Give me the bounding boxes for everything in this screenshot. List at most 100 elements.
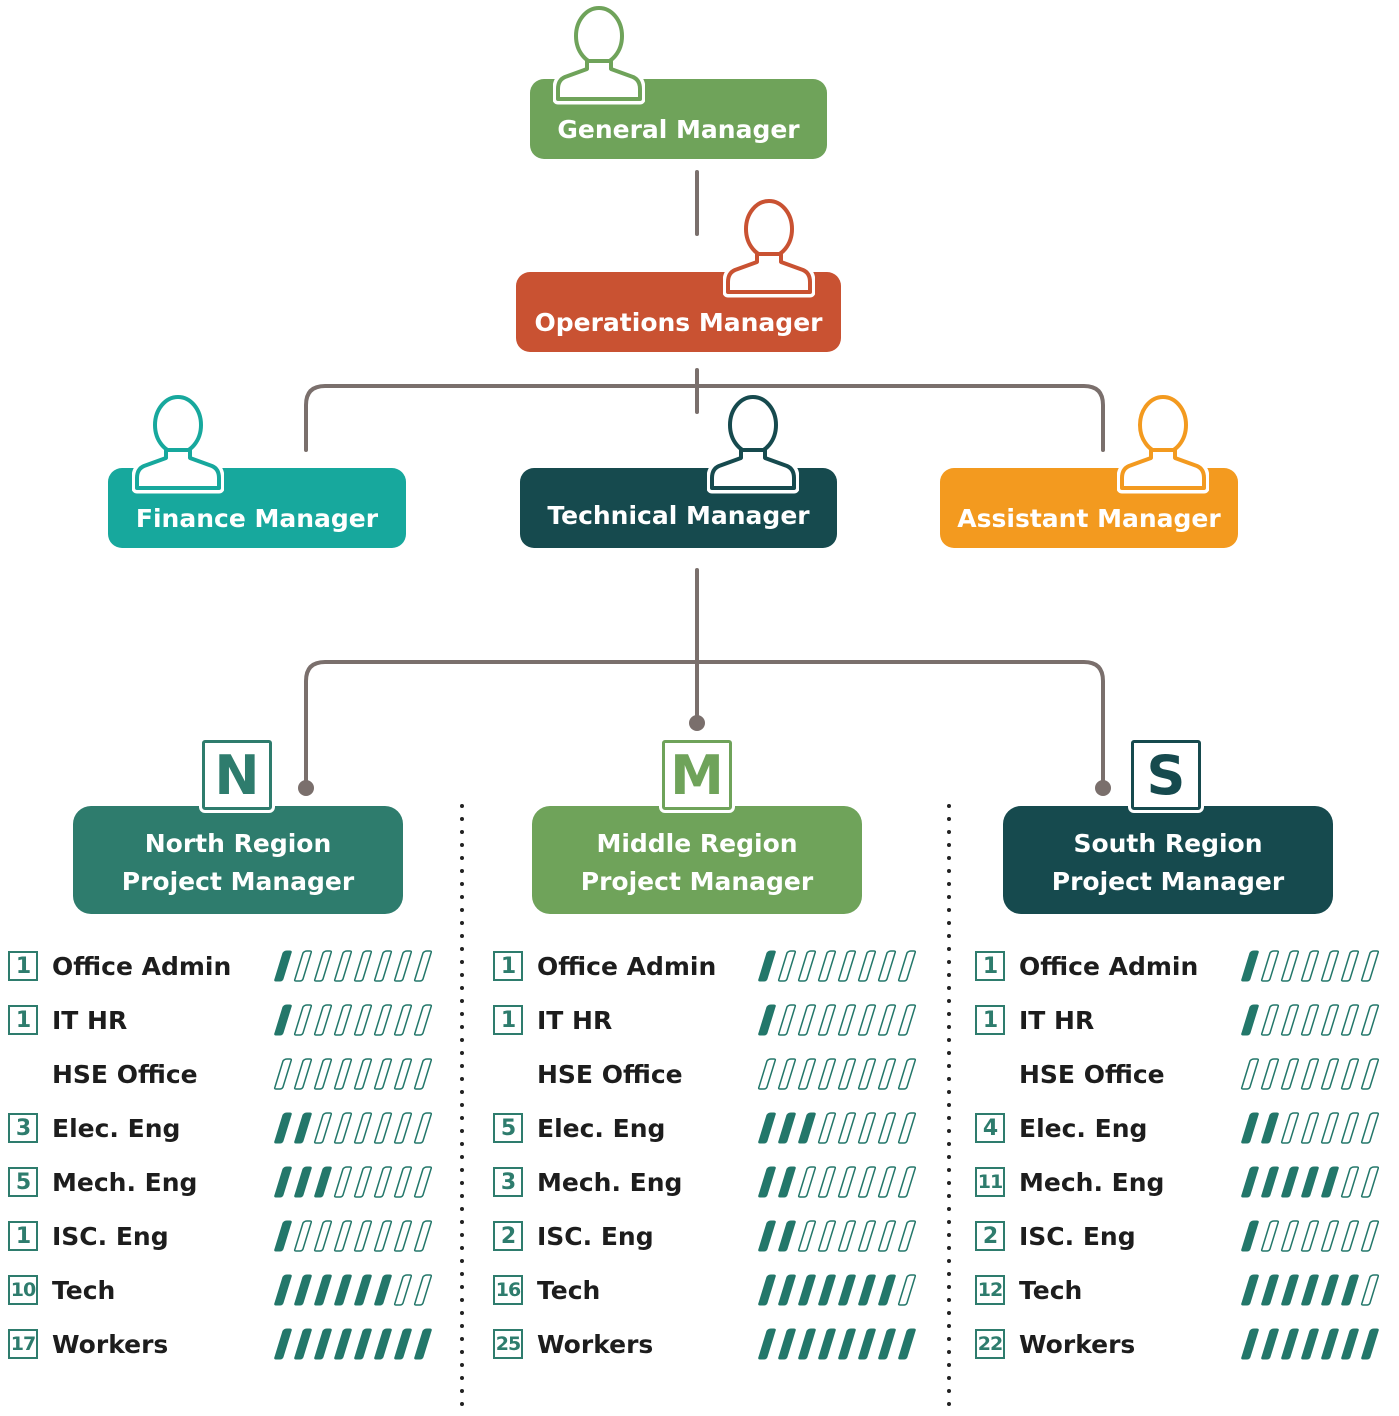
staff-count: 1 [975, 951, 1005, 981]
staff-count: 12 [975, 1275, 1005, 1305]
gauge-segment-filled [898, 1328, 916, 1360]
technical-manager-person-icon [707, 392, 799, 494]
gauge-segment-filled [1301, 1274, 1319, 1306]
staff-level-gauge [1241, 950, 1380, 982]
gauge-segment-filled [274, 1274, 292, 1306]
staff-level-gauge [273, 1058, 433, 1090]
staff-count: 16 [493, 1275, 523, 1305]
gauge-segment-filled [1341, 1328, 1359, 1360]
gauge-segment-empty [1300, 1058, 1320, 1090]
staff-count: 3 [8, 1113, 38, 1143]
gauge-segment-empty [273, 1058, 293, 1090]
gauge-segment-empty [797, 1166, 817, 1198]
staff-role: Mech. Eng [537, 1167, 683, 1197]
staff-role: Tech [1019, 1275, 1083, 1305]
gauge-segment-empty [373, 1112, 393, 1144]
gauge-segment-empty [777, 1058, 797, 1090]
gauge-segment-empty [293, 1004, 313, 1036]
operations-manager-label: Operations Manager [534, 308, 823, 337]
gauge-segment-empty [333, 1058, 353, 1090]
gauge-segment-empty [353, 1220, 373, 1252]
connector-dot-south [1095, 780, 1111, 796]
gauge-segment-filled [1281, 1166, 1299, 1198]
gauge-segment-filled [1241, 1274, 1259, 1306]
gauge-segment-empty [333, 1220, 353, 1252]
staff-role: Office Admin [52, 951, 232, 981]
gauge-segment-empty [877, 1220, 897, 1252]
gauge-segment-empty [837, 950, 857, 982]
gauge-segment-empty [1320, 1058, 1340, 1090]
gauge-segment-filled [374, 1274, 392, 1306]
staff-row: 12 Tech [975, 1273, 1082, 1307]
gauge-segment-filled [274, 1328, 292, 1360]
gauge-segment-empty [413, 1166, 433, 1198]
gauge-segment-empty [877, 1166, 897, 1198]
gauge-segment-empty [1260, 1220, 1280, 1252]
gauge-segment-empty [837, 1112, 857, 1144]
gauge-segment-filled [394, 1328, 412, 1360]
gauge-segment-filled [798, 1274, 816, 1306]
staff-role: Elec. Eng [537, 1113, 666, 1143]
finance-manager-label: Finance Manager [135, 504, 379, 533]
gauge-segment-empty [1260, 1004, 1280, 1036]
gauge-segment-empty [1320, 1220, 1340, 1252]
gauge-segment-empty [1360, 1166, 1380, 1198]
connector-managers-branch [304, 384, 1105, 452]
staff-role: Tech [537, 1275, 601, 1305]
gauge-segment-empty [1300, 1220, 1320, 1252]
staff-role: IT HR [537, 1005, 613, 1035]
gauge-segment-filled [1281, 1274, 1299, 1306]
staff-level-gauge [758, 1220, 917, 1252]
staff-count: 10 [8, 1275, 38, 1305]
gauge-segment-empty [313, 1220, 333, 1252]
gauge-segment-filled [798, 1112, 816, 1144]
gauge-segment-empty [413, 1112, 433, 1144]
connector-dot-north [298, 780, 314, 796]
gauge-segment-filled [758, 1328, 776, 1360]
gauge-segment-empty [817, 1112, 837, 1144]
gauge-segment-empty [817, 1166, 837, 1198]
gauge-segment-filled [818, 1274, 836, 1306]
gauge-segment-empty [757, 1058, 777, 1090]
gauge-segment-filled [1241, 1328, 1259, 1360]
gauge-segment-empty [857, 1220, 877, 1252]
gauge-segment-filled [294, 1166, 312, 1198]
gauge-segment-filled [758, 1274, 776, 1306]
gauge-segment-empty [413, 1058, 433, 1090]
gauge-segment-empty [897, 1220, 917, 1252]
gauge-segment-filled [1341, 1274, 1359, 1306]
gauge-segment-empty [1320, 1112, 1340, 1144]
gauge-segment-filled [294, 1328, 312, 1360]
staff-count: 2 [975, 1221, 1005, 1251]
staff-count: 1 [8, 1221, 38, 1251]
assistant-manager-label: Assistant Manager [957, 504, 1221, 533]
gauge-segment-filled [274, 1112, 292, 1144]
staff-count: 1 [493, 1005, 523, 1035]
gauge-segment-empty [293, 950, 313, 982]
staff-level-gauge [274, 1328, 432, 1360]
gauge-segment-empty [797, 1004, 817, 1036]
gauge-segment-filled [1241, 1112, 1259, 1144]
gauge-segment-empty [877, 1058, 897, 1090]
gauge-segment-empty [877, 950, 897, 982]
staff-level-gauge [1241, 1220, 1380, 1252]
gauge-segment-filled [374, 1328, 392, 1360]
gauge-segment-filled [314, 1166, 332, 1198]
south-region-title-line2: Project Manager [1051, 867, 1285, 896]
gauge-segment-empty [413, 950, 433, 982]
north-region-letter: N [202, 740, 272, 810]
gauge-segment-filled [1261, 1112, 1279, 1144]
gauge-segment-empty [1300, 1004, 1320, 1036]
staff-row: 1 IT HR [493, 1003, 612, 1037]
north-region-title-line1: North Region [144, 829, 332, 858]
south-region-box: South Region Project Manager [1003, 806, 1333, 914]
